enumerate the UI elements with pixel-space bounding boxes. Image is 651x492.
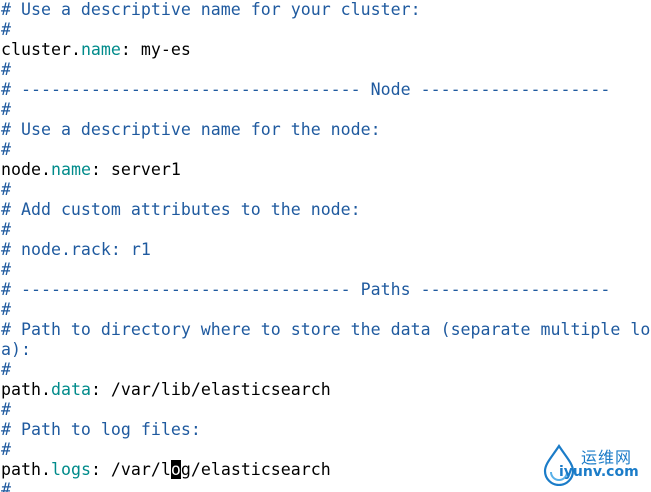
- comment-line: # Add custom attributes to the node:: [1, 200, 651, 220]
- setting-line: node.name: server1: [1, 160, 651, 180]
- setting-line: cluster.name: my-es: [1, 40, 651, 60]
- setting-line: path.logs: /var/log/elasticsearch: [1, 460, 651, 480]
- comment-text: # ---------------------------------- Nod…: [1, 80, 611, 99]
- comment-text: #: [1, 360, 11, 379]
- setting-value: /var/log/elasticsearch: [110, 460, 331, 479]
- comment-line: # ---------------------------------- Nod…: [1, 80, 651, 100]
- comment-line: # Path to log files:: [1, 420, 651, 440]
- water-drop-logo-icon: [543, 444, 575, 486]
- comment-text: a):: [1, 340, 31, 359]
- comment-text: # node.rack: r1: [1, 240, 151, 259]
- setting-property: data: [50, 380, 91, 399]
- setting-object: cluster: [1, 40, 71, 59]
- comment-line: #: [1, 140, 651, 160]
- comment-line: #: [1, 180, 651, 200]
- setting-colon: :: [90, 460, 111, 479]
- comment-text: #: [1, 220, 11, 239]
- comment-text: # Path to directory where to store the d…: [1, 320, 651, 339]
- comment-text: #: [1, 100, 11, 119]
- comment-text: #: [1, 300, 11, 319]
- setting-value: my-es: [140, 40, 191, 59]
- comment-text: # Path to log files:: [1, 420, 201, 439]
- watermark-cn-text: 运维网: [581, 448, 633, 467]
- comment-line: #: [1, 220, 651, 240]
- comment-text: #: [1, 20, 11, 39]
- comment-text: #: [1, 480, 11, 492]
- setting-dot: .: [40, 460, 51, 479]
- comment-line: # Use a descriptive name for the node:: [1, 120, 651, 140]
- setting-object: node: [1, 160, 41, 179]
- setting-dot: .: [40, 160, 51, 179]
- comment-text: #: [1, 140, 11, 159]
- watermark-en-text: iyunv.com: [559, 464, 639, 480]
- comment-line: #: [1, 260, 651, 280]
- setting-colon: :: [90, 380, 111, 399]
- comment-line: # Path to directory where to store the d…: [1, 320, 651, 340]
- comment-text: #: [1, 180, 11, 199]
- setting-line: path.data: /var/lib/elasticsearch: [1, 380, 651, 400]
- comment-line: #: [1, 400, 651, 420]
- comment-line: # node.rack: r1: [1, 240, 651, 260]
- comment-line: #: [1, 480, 651, 492]
- setting-value: server1: [110, 160, 181, 179]
- comment-line: #: [1, 360, 651, 380]
- comment-line: # --------------------------------- Path…: [1, 280, 651, 300]
- setting-colon: :: [90, 160, 111, 179]
- setting-property: name: [50, 160, 91, 179]
- setting-object: path: [1, 380, 41, 399]
- comment-text: # Add custom attributes to the node:: [1, 200, 361, 219]
- comment-text: #: [1, 260, 11, 279]
- comment-line: # Use a descriptive name for your cluste…: [1, 0, 651, 20]
- comment-text: #: [1, 440, 11, 459]
- comment-line: #: [1, 100, 651, 120]
- setting-property: name: [80, 40, 121, 59]
- watermark: 运维网 iyunv.com: [537, 442, 645, 486]
- setting-dot: .: [40, 380, 51, 399]
- comment-text: #: [1, 60, 11, 79]
- comment-line: #: [1, 440, 651, 460]
- comment-text: # Use a descriptive name for your cluste…: [1, 0, 421, 19]
- comment-line: #: [1, 300, 651, 320]
- comment-text: # Use a descriptive name for the node:: [1, 120, 381, 139]
- setting-dot: .: [70, 40, 81, 59]
- comment-line: a):: [1, 340, 651, 360]
- setting-property: logs: [50, 460, 91, 479]
- setting-object: path: [1, 460, 41, 479]
- comment-line: #: [1, 60, 651, 80]
- text-cursor: o: [170, 460, 181, 479]
- setting-colon: :: [120, 40, 141, 59]
- comment-line: #: [1, 20, 651, 40]
- comment-text: #: [1, 400, 11, 419]
- setting-value: /var/lib/elasticsearch: [110, 380, 331, 399]
- comment-text: # --------------------------------- Path…: [1, 280, 611, 299]
